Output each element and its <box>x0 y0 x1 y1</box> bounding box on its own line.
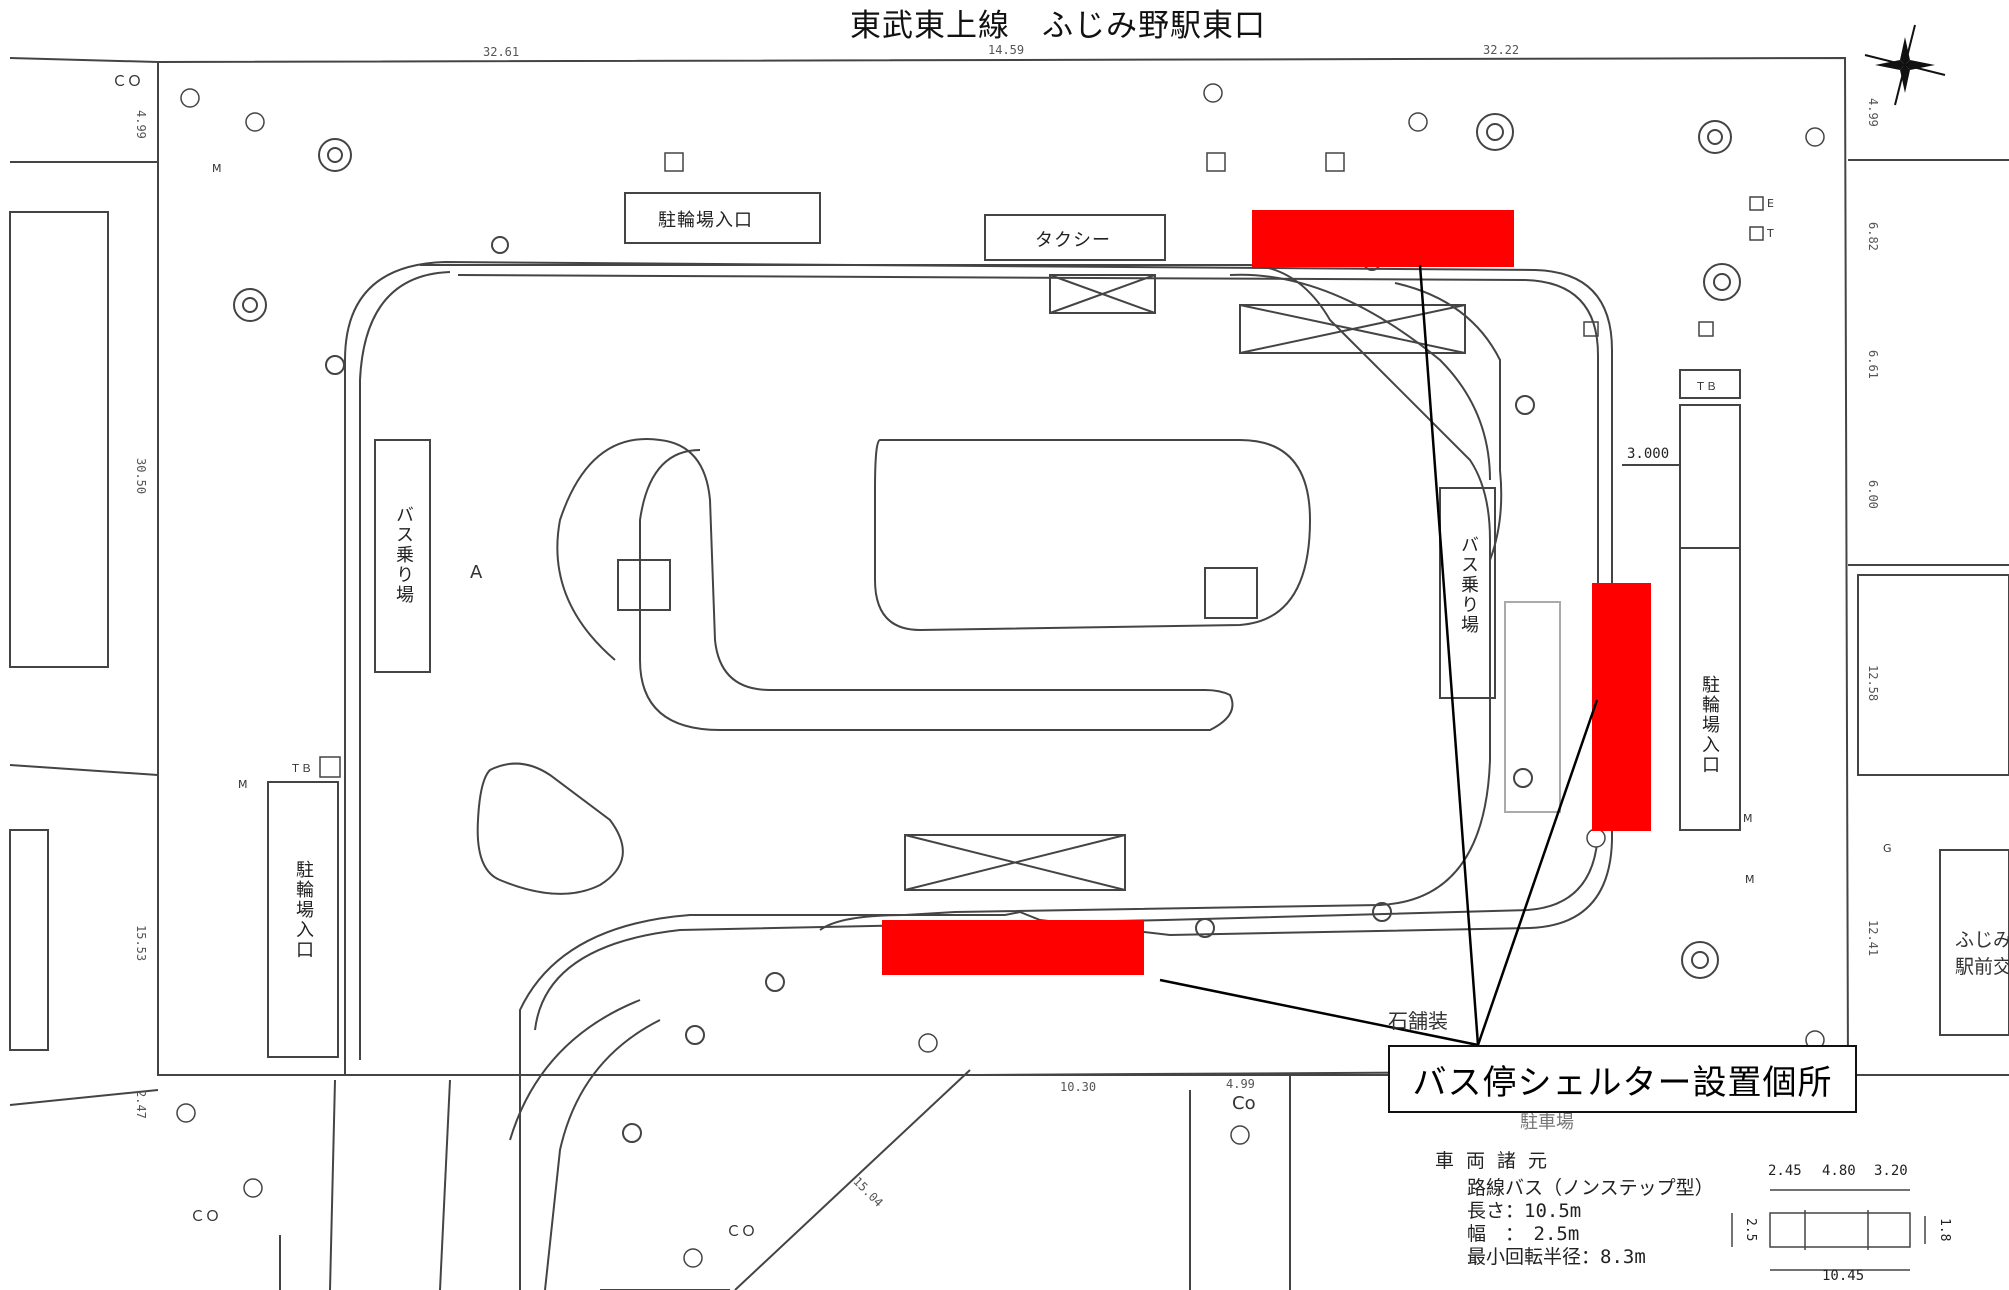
bike-entrance-left <box>267 781 339 1058</box>
spec-dim-b: 4.80 <box>1822 1163 1856 1179</box>
dim-left-1: 4.99 <box>134 110 148 139</box>
leader-lines <box>1159 264 1599 1047</box>
bike-entrance-top <box>624 192 821 244</box>
rotary-curb <box>344 261 1613 1290</box>
island-loop <box>556 438 1234 731</box>
dim-right-3: 6.61 <box>1866 350 1880 379</box>
dim-top-mid: 14.59 <box>988 43 1025 57</box>
label-bus-stop-left: バス乗り場 <box>393 505 414 605</box>
specs-heading: 車両諸元 <box>1435 1150 1560 1172</box>
label-co-2: Co <box>1232 1093 1256 1114</box>
label-m-2: M <box>1743 812 1753 825</box>
island-top <box>874 438 1312 632</box>
island-triangle <box>476 762 624 895</box>
shelter-top <box>1252 210 1514 267</box>
spec-dim-width-2: 1.8 <box>1937 1218 1952 1242</box>
hatched-box-1 <box>1049 274 1156 314</box>
taxi-stand <box>984 214 1166 261</box>
shelter-bottom <box>882 920 1144 975</box>
dim-left-2: 30.50 <box>134 458 148 495</box>
map-title: 東武東上線 ふじみ野駅東口 <box>850 8 1266 44</box>
specs-line-1: 路線バス（ノンステップ型） <box>1467 1177 1714 1199</box>
vehicle-specs: 車両諸元 路線バス（ノンステップ型） 長さ：10.5m 幅 ： 2.5m 最小回… <box>1435 1150 1714 1269</box>
dim-right-4: 6.00 <box>1866 480 1880 509</box>
specs-line-2: 長さ：10.5m <box>1467 1200 1582 1222</box>
label-tb-2: ＴＢ <box>1695 380 1717 393</box>
pillar-2 <box>1204 567 1258 619</box>
hatched-box-2 <box>1239 304 1466 354</box>
parcel-right <box>1857 574 2009 776</box>
tb-box-right <box>1679 369 1741 399</box>
dim-left-4: 2.47 <box>134 1090 148 1119</box>
label-m-4: M <box>238 778 248 791</box>
faint-box <box>1504 601 1561 813</box>
specs-line-3: 幅 ： 2.5m <box>1467 1223 1580 1245</box>
label-taxi: タクシー <box>1035 230 1111 251</box>
label-bike-entrance-top: 駐輪場入口 <box>658 210 753 231</box>
label-m-1: M <box>212 162 222 175</box>
bike-entrance-right <box>1679 404 1741 831</box>
dim-right-1: 4.99 <box>1866 98 1880 127</box>
dim-right-5: 12.58 <box>1866 665 1880 702</box>
label-parking: 駐車場 <box>1520 1112 1574 1133</box>
parcel-left-lower <box>9 829 49 1051</box>
spec-dim-length: 10.45 <box>1822 1268 1865 1284</box>
label-building-1: ふじみ <box>1955 929 2009 951</box>
bus-stop-left <box>374 439 431 673</box>
dim-left-3: 15.53 <box>134 925 148 962</box>
compass-rose-icon <box>1864 24 1946 106</box>
label-t: T <box>1767 227 1774 240</box>
specs-line-4: 最小回転半径：8.3m <box>1467 1246 1646 1268</box>
dim-top-right: 32.22 <box>1483 43 1520 57</box>
central-island <box>420 264 1491 931</box>
label-m-3: M <box>1745 873 1755 886</box>
label-area-a: A <box>470 562 483 583</box>
dim-right-6: 12.41 <box>1866 920 1880 957</box>
hatched-box-3 <box>904 834 1126 891</box>
dim-top-left: 32.61 <box>483 45 520 59</box>
bus-stop-right <box>1439 487 1496 699</box>
shelter-markers <box>882 210 1651 975</box>
pillar-1 <box>617 559 671 611</box>
label-bus-stop-right: バス乗り場 <box>1458 535 1479 635</box>
label-co-4: ＣＯ <box>726 1222 757 1240</box>
dim-bottom-2: 4.99 <box>1226 1077 1255 1091</box>
spec-dim-width: 2.5 <box>1743 1218 1758 1242</box>
dim-right-2: 6.82 <box>1866 222 1880 251</box>
vehicle-diagram <box>1731 1189 1926 1271</box>
building-right <box>1939 849 2009 1036</box>
dim-gap: 3.000 <box>1627 446 1670 462</box>
label-g: G <box>1883 842 1892 855</box>
parcel-left <box>9 211 109 668</box>
shelter-right <box>1592 583 1651 831</box>
label-co-3: ＣＯ <box>190 1207 221 1225</box>
label-building-2: 駅前交 <box>1955 956 2009 978</box>
label-tb-1: ＴＢ <box>290 762 312 775</box>
label-co-1: ＣＯ <box>112 72 143 90</box>
shelter-callout: バス停シェルター設置個所 <box>1388 1045 1857 1113</box>
label-bike-entrance-left: 駐輪場入口 <box>293 860 314 960</box>
label-e: E <box>1767 197 1774 210</box>
spec-dim-a: 2.45 <box>1768 1163 1802 1179</box>
label-bike-entrance-right: 駐輪場入口 <box>1699 675 1720 775</box>
spec-dim-c: 3.20 <box>1874 1163 1908 1179</box>
label-paving: 石舗装 <box>1388 1009 1448 1033</box>
dim-bottom-1: 10.30 <box>1060 1080 1097 1094</box>
